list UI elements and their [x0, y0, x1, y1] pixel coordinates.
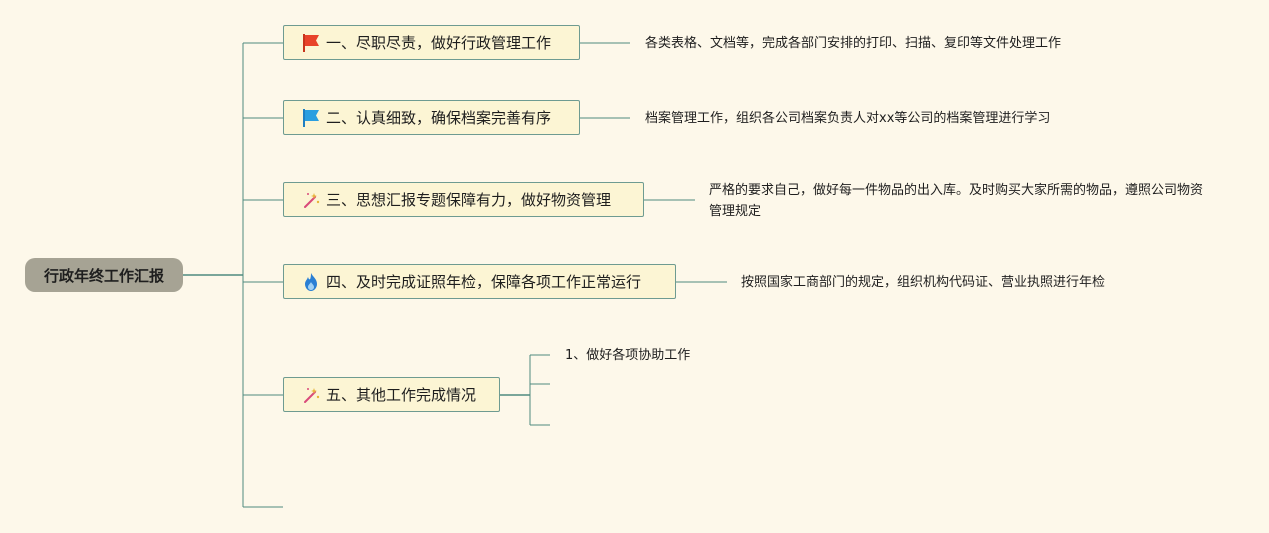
root-topic-label: 行政年终工作汇报 [43, 266, 164, 285]
topic-4[interactable]: 四、及时完成证照年检，保障各项工作正常运行 [283, 264, 676, 299]
topic-2-note: 档案管理工作，组织各公司档案负责人对xx等公司的档案管理进行学习 [645, 111, 1051, 126]
magic-wand-icon [300, 189, 322, 211]
topic-3-label: 三、思想汇报专题保障有力，做好物资管理 [326, 191, 612, 209]
blue-flag-icon [300, 107, 322, 129]
topic-5-label: 五、其他工作完成情况 [326, 386, 477, 404]
topic-1[interactable]: 一、尽职尽责，做好行政管理工作 [283, 25, 580, 60]
topic-3[interactable]: 三、思想汇报专题保障有力，做好物资管理 [283, 182, 644, 217]
topic-1-label: 一、尽职尽责，做好行政管理工作 [326, 34, 552, 52]
topic-5-subitem-1: 1、做好各项协助工作 [565, 348, 691, 363]
root-topic[interactable]: 行政年终工作汇报 [25, 258, 183, 292]
topic-4-note: 按照国家工商部门的规定，组织机构代码证、营业执照进行年检 [741, 275, 1106, 290]
topic-3-note: 严格的要求自己，做好每一件物品的出入库。及时购买大家所需的物品，遵照公司物资管理… [709, 183, 1204, 219]
topic-5[interactable]: 五、其他工作完成情况 [283, 377, 500, 412]
topic-4-label: 四、及时完成证照年检，保障各项工作正常运行 [326, 273, 642, 291]
magic-wand-icon [300, 384, 322, 406]
fire-icon [300, 271, 322, 293]
red-flag-icon [300, 32, 322, 54]
topic-2-label: 二、认真细致，确保档案完善有序 [326, 109, 552, 127]
topic-2[interactable]: 二、认真细致，确保档案完善有序 [283, 100, 580, 135]
topic-1-note: 各类表格、文档等，完成各部门安排的打印、扫描、复印等文件处理工作 [645, 36, 1062, 51]
